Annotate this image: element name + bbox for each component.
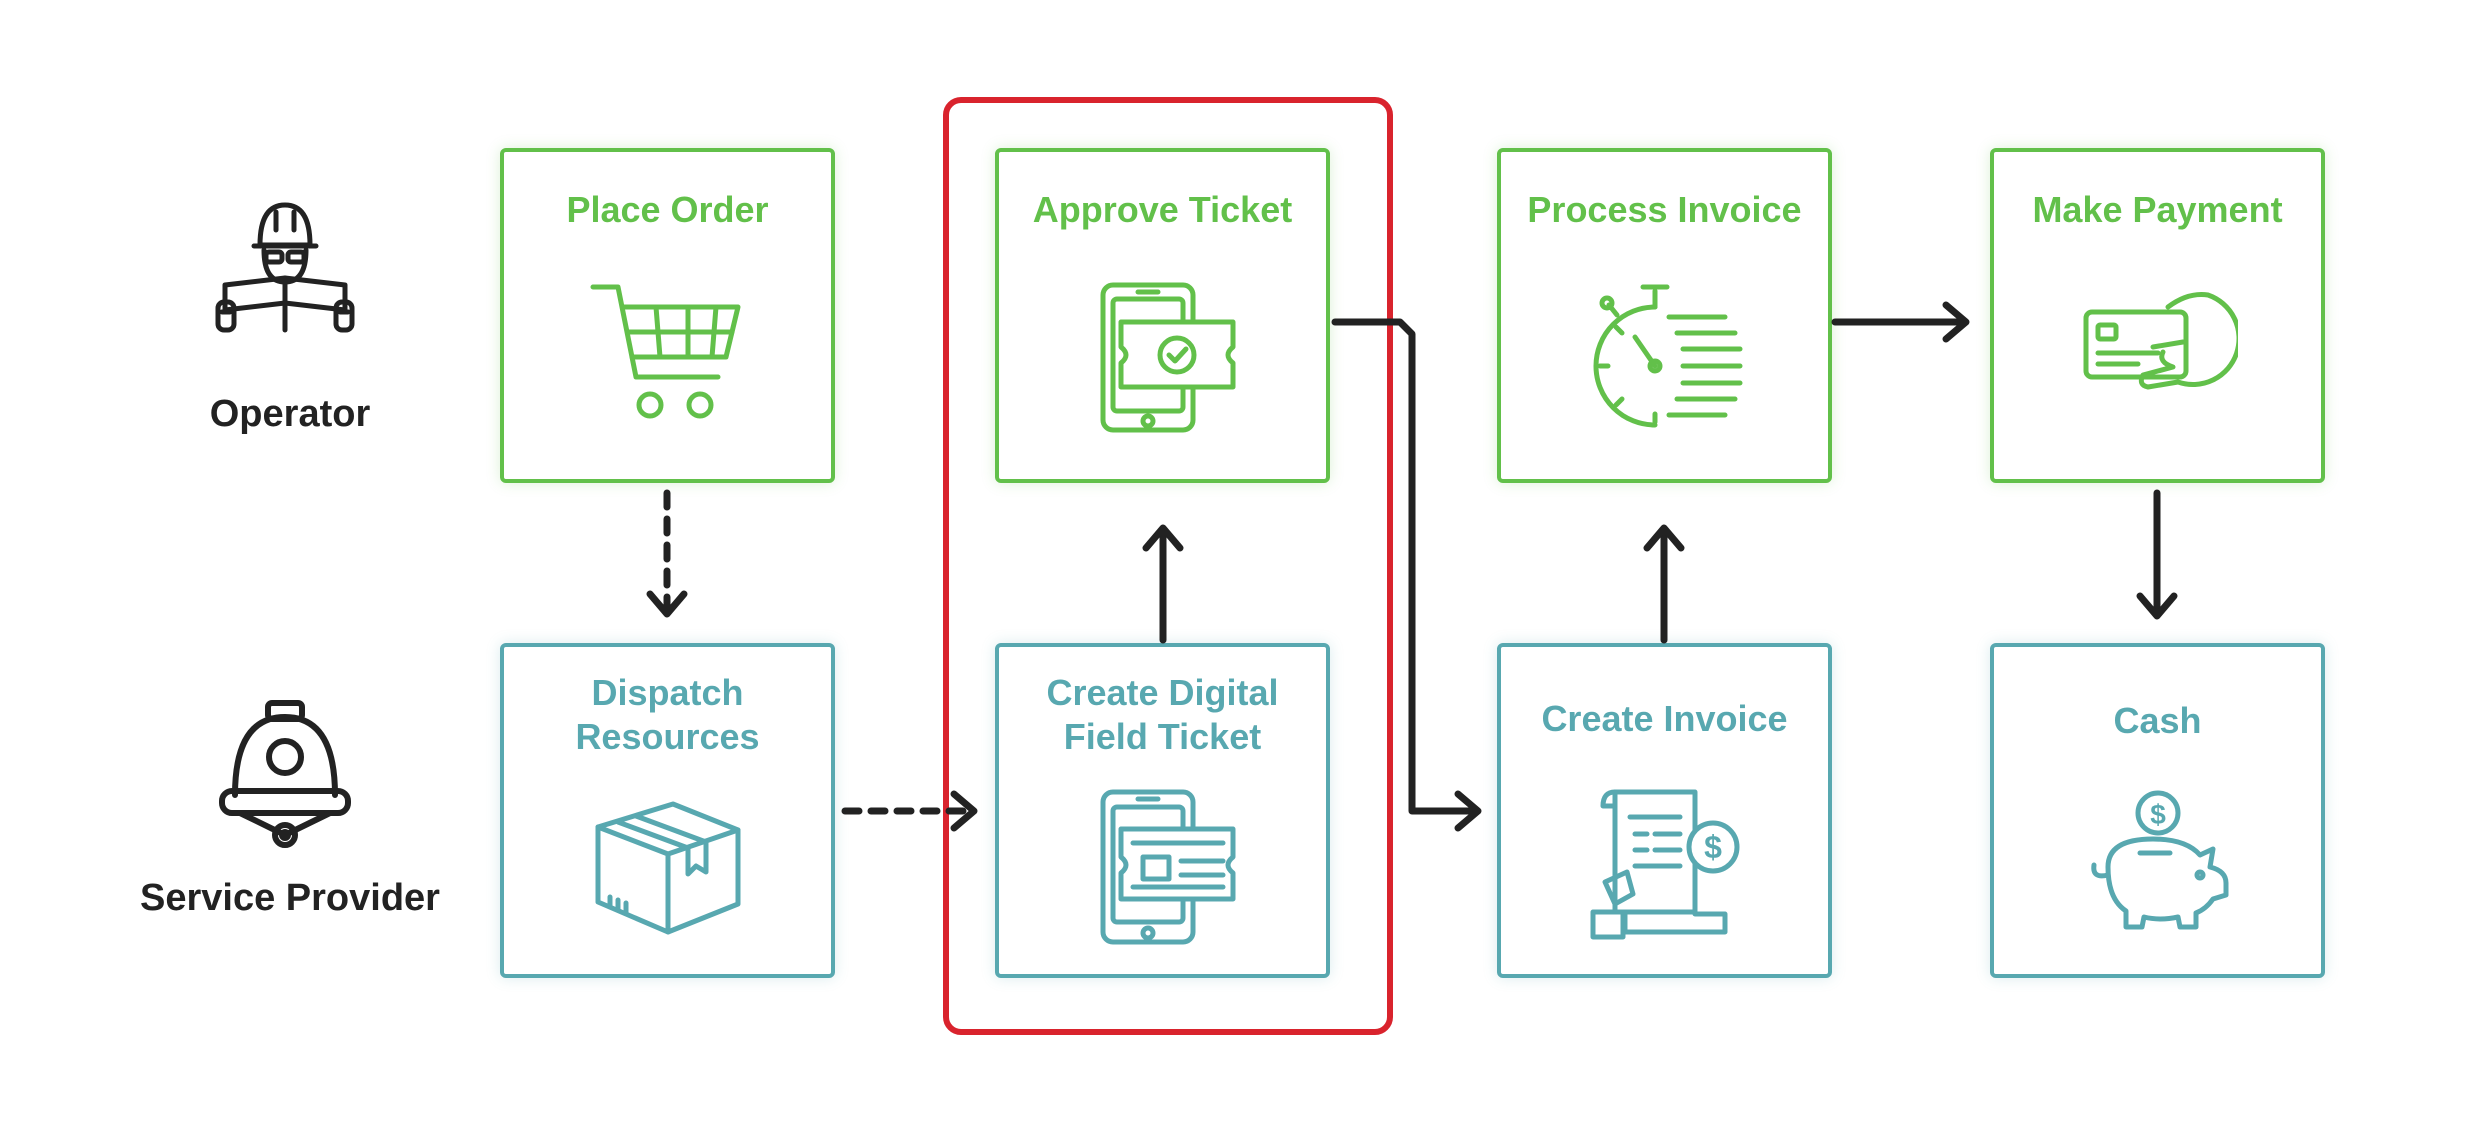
step-title-line-1: Create Digital <box>1046 672 1279 713</box>
arrow-approve-to-create-invoice <box>1331 318 1474 815</box>
hardhat-icon <box>210 695 360 860</box>
step-title-line-1: Dispatch <box>591 672 744 713</box>
step-create-invoice: Create Invoice $ <box>1497 643 1832 978</box>
invoice-receipt-icon: $ <box>1585 782 1745 947</box>
card-payment-icon <box>2078 287 2241 412</box>
step-title-line-2: Resources <box>575 716 760 757</box>
lane-label-service-provider: Service Provider <box>140 877 440 919</box>
svg-text:$: $ <box>1704 829 1722 865</box>
mobile-ticket-icon <box>1083 787 1243 952</box>
svg-text:$: $ <box>2150 799 2166 830</box>
step-process-invoice: Process Invoice <box>1497 148 1832 483</box>
step-title: Approve Ticket <box>1032 189 1293 230</box>
step-create-digital-field-ticket: Create Digital Field Ticket <box>995 643 1330 978</box>
step-cash: Cash $ <box>1990 643 2325 978</box>
step-title-line-2: Field Ticket <box>1063 716 1262 757</box>
step-title: Place Order <box>566 189 769 230</box>
step-place-order: Place Order <box>500 148 835 483</box>
step-approve-ticket: Approve Ticket <box>995 148 1330 483</box>
shopping-cart-icon <box>588 277 748 432</box>
step-dispatch-resources: Dispatch Resources <box>500 643 835 978</box>
step-title: Make Payment <box>2032 189 2283 230</box>
stopwatch-icon <box>1585 277 1745 442</box>
lane-label-operator: Operator <box>209 393 371 435</box>
step-title: Create Invoice <box>1541 698 1788 739</box>
highlight-frame <box>943 97 1393 1035</box>
step-title: Cash <box>2113 700 2202 741</box>
package-box-icon <box>588 792 748 947</box>
engineer-icon <box>210 190 360 345</box>
step-title: Process Invoice <box>1527 189 1802 230</box>
step-make-payment: Make Payment <box>1990 148 2325 483</box>
piggy-bank-icon: $ <box>2078 787 2238 942</box>
mobile-ticket-check-icon <box>1083 277 1243 442</box>
